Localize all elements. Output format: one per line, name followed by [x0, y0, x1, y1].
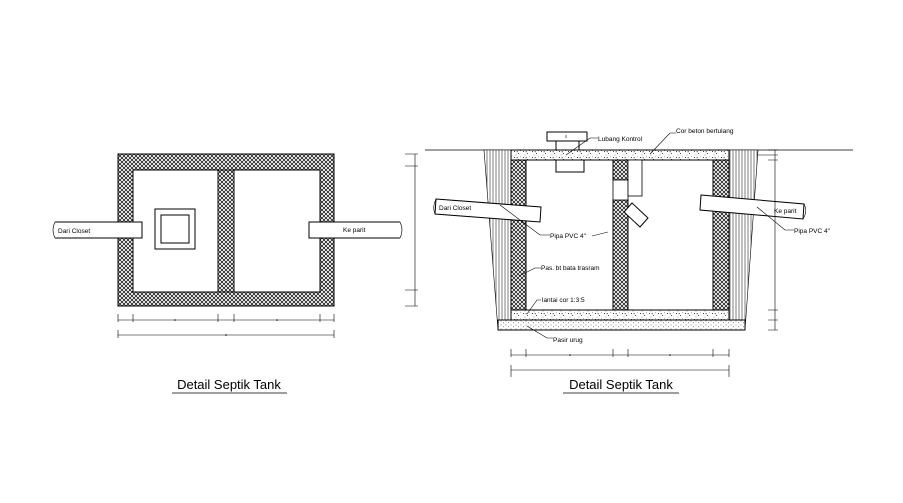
top-slab: [510, 149, 730, 161]
section-annotations: Lubang Kontrol Cor beton bertulang Pipa …: [499, 128, 831, 344]
wall-right: [712, 159, 730, 311]
plan-outlet-label: Ke parit: [343, 227, 366, 234]
baffle: [627, 159, 643, 197]
plan-inlet-label: Dari Closet: [58, 228, 90, 235]
section-outlet-pipe: Ke parit: [699, 194, 807, 220]
section-outlet-label: Ke parit: [774, 208, 797, 215]
partition-opening: [612, 179, 629, 201]
section-view: Dari Closet Ke parit Lubang Kontrol Cor …: [425, 128, 853, 394]
label-lubang-kontrol: Lubang Kontrol: [598, 136, 643, 143]
section-manhole: [546, 131, 588, 173]
plan-inlet-pipe: Dari Closet: [52, 221, 143, 239]
section-title-group: Detail Septik Tank: [563, 377, 679, 394]
plan-dimension-horizontal: [117, 314, 335, 338]
section-tee-pipe: [623, 202, 649, 228]
plan-partition-wall: [217, 169, 235, 293]
section-dimension-horizontal: [510, 349, 730, 377]
section-dimension-vertical: [758, 149, 778, 331]
plan-manhole: [154, 208, 196, 250]
section-inlet-label: Dari Closet: [439, 205, 471, 212]
plan-dimension-vertical: [405, 153, 418, 307]
wall-left: [510, 159, 527, 311]
wall-partition: [612, 199, 629, 311]
label-pas-bata: Pas. bt bata trasram: [541, 265, 600, 272]
sand-bed: [497, 319, 746, 331]
label-lantai-cor: lantai cor 1:3:5: [542, 297, 585, 304]
section-title: Detail Septik Tank: [569, 377, 673, 392]
plan-title: Detail Septik Tank: [177, 377, 281, 392]
section-inlet-pipe: Dari Closet: [433, 198, 542, 223]
soil-left: [483, 149, 512, 331]
label-cor-beton: Cor beton bertulang: [676, 128, 734, 135]
plan-outlet-pipe: Ke parit: [308, 221, 403, 239]
label-pipa-pvc-right: Pipa PVC 4": [794, 228, 831, 235]
label-pasir-urug: Pasir urug: [553, 337, 583, 344]
label-pipa-pvc-left: Pipa PVC 4": [550, 233, 587, 240]
soil-right: [728, 149, 759, 331]
floor-slab: [510, 309, 730, 321]
plan-title-group: Detail Septik Tank: [172, 377, 287, 394]
plan-view: Dari Closet Ke parit Detail Septik Tank: [52, 153, 418, 394]
wall-partition-top: [612, 159, 629, 181]
